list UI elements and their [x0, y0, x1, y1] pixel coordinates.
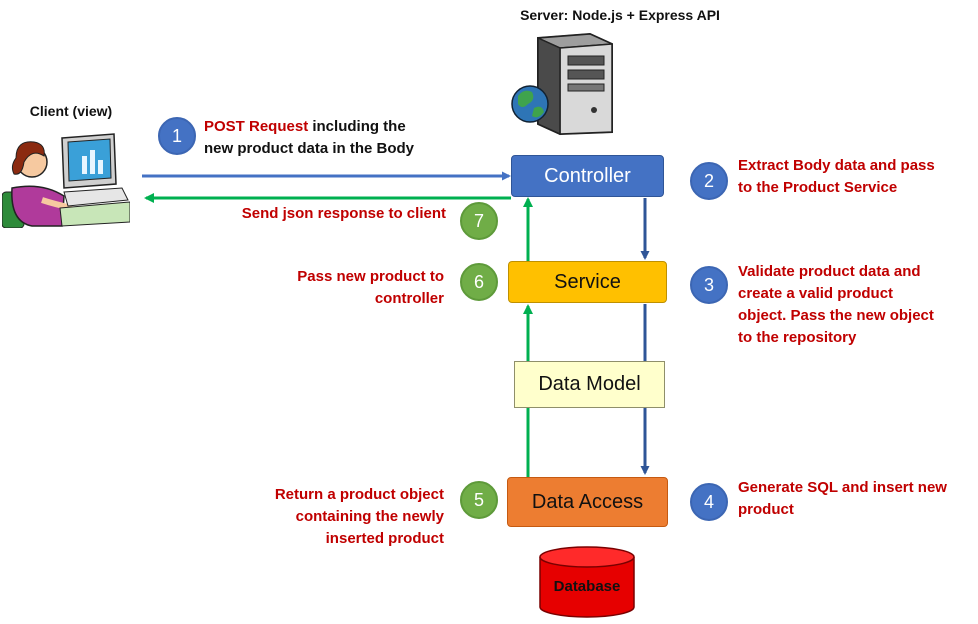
step-2-label: Extract Body data and pass to the Produc…	[738, 155, 973, 199]
service-box: Service	[508, 261, 667, 303]
step-6-label-line-2: controller	[374, 290, 444, 307]
step-4-badge: 4	[690, 483, 728, 521]
post-request-highlight: POST Request	[204, 118, 309, 135]
step-3-label-line-1: Validate product data and	[738, 263, 921, 280]
step-6-label-line-1: Pass new product to	[297, 268, 444, 285]
step-2-label-line-1: Extract Body data and pass	[738, 157, 935, 174]
step-7-label: Send json response to client	[241, 205, 446, 222]
data-access-box: Data Access	[507, 477, 668, 527]
step-2-label-line-2: to the Product Service	[738, 179, 898, 196]
step-3-badge: 3	[690, 266, 728, 304]
step-5-label-line-2: containing the newly	[295, 508, 444, 525]
step-5-badge: 5	[460, 481, 498, 519]
step-3-label-line-4: to the repository	[738, 329, 857, 346]
step-3-label-line-3: object. Pass the new object	[738, 307, 934, 324]
controller-box: Controller	[511, 155, 664, 197]
step-6-label: Pass new product to controller	[230, 266, 444, 310]
step-1-text-after: including the	[308, 118, 406, 135]
client-title: Client (view)	[29, 103, 113, 119]
step-5-label-line-1: Return a product object	[274, 486, 444, 503]
step-5-label-line-3: inserted product	[325, 530, 444, 547]
step-1-label: POST Request including the new product d…	[204, 116, 504, 160]
server-title: Server: Node.js + Express API	[520, 7, 720, 23]
step-7-badge: 7	[460, 202, 498, 240]
step-1-label-line-2: new product data in the Body	[204, 140, 415, 157]
step-5-label: Return a product object containing the n…	[210, 484, 444, 550]
person-at-computer-icon	[2, 133, 130, 228]
step-4-label: Generate SQL and insert new product	[738, 477, 973, 521]
server-tower-globe-icon	[511, 32, 613, 136]
data-model-box: Data Model	[514, 361, 665, 408]
database-label: Database	[553, 578, 621, 595]
step-3-label: Validate product data and create a valid…	[738, 261, 973, 349]
step-1-badge: 1	[158, 117, 196, 155]
step-4-label-line-1: Generate SQL and insert new	[738, 479, 947, 496]
step-2-badge: 2	[690, 162, 728, 200]
step-4-label-line-2: product	[738, 501, 794, 518]
step-6-badge: 6	[460, 263, 498, 301]
database-cylinder-icon	[539, 546, 635, 618]
step-3-label-line-2: create a valid product	[738, 285, 894, 302]
step-1-label-line-1: POST Request including the	[204, 116, 504, 138]
